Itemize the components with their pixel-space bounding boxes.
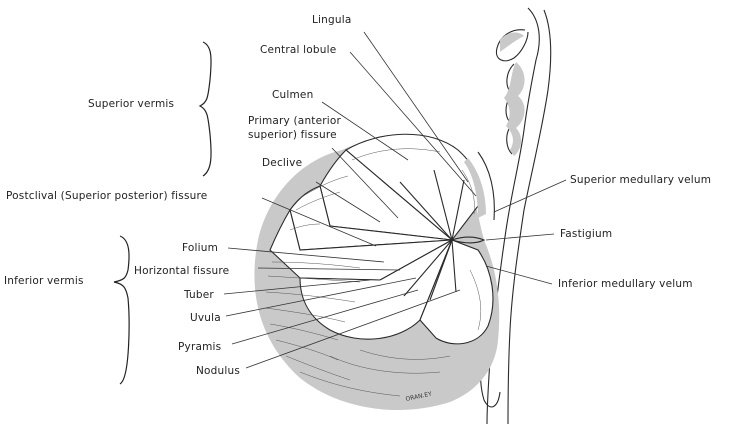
label-lingula: Lingula bbox=[312, 14, 352, 26]
label-horizontal-fissure: Horizontal fissure bbox=[134, 265, 229, 277]
label-tuber: Tuber bbox=[183, 289, 214, 301]
label-inferior-vermis: Inferior vermis bbox=[4, 275, 84, 287]
label-nodulus: Nodulus bbox=[196, 365, 240, 377]
label-culmen: Culmen bbox=[272, 89, 313, 101]
label-uvula: Uvula bbox=[190, 312, 221, 324]
label-pyramis: Pyramis bbox=[178, 341, 221, 353]
label-primary-fissure-line2: superior) fissure bbox=[248, 129, 337, 141]
label-primary-fissure-line1: Primary (anterior bbox=[248, 115, 342, 127]
label-folium: Folium bbox=[182, 242, 218, 254]
label-superior-vermis: Superior vermis bbox=[88, 98, 174, 110]
inferior-vermis-brace bbox=[114, 236, 129, 384]
cerebellum bbox=[254, 134, 499, 410]
label-declive: Declive bbox=[262, 157, 302, 169]
superior-vermis-brace bbox=[200, 42, 211, 176]
label-superior-medullary-velum: Superior medullary velum bbox=[570, 174, 711, 186]
label-central-lobule: Central lobule bbox=[260, 44, 336, 56]
label-fastigium: Fastigium bbox=[560, 228, 612, 240]
label-postclival-fissure: Postclival (Superior posterior) fissure bbox=[6, 190, 207, 202]
label-inferior-medullary-velum: Inferior medullary velum bbox=[558, 278, 693, 290]
